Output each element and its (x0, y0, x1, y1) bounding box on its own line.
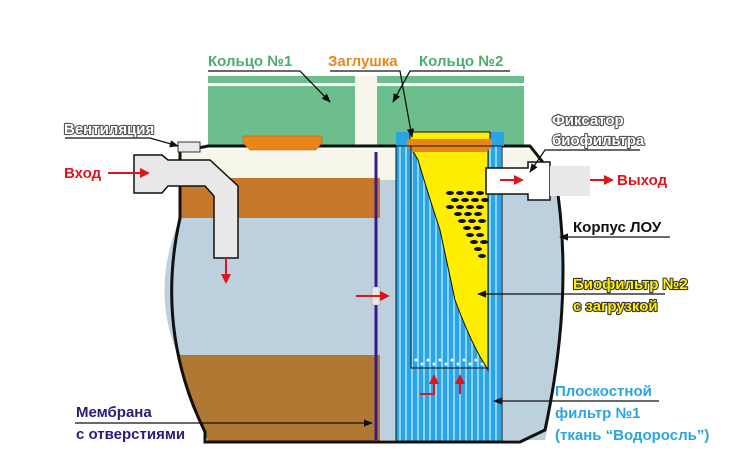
ventilation-pipe (177, 141, 201, 153)
label-ring1: Кольцо №1 (208, 53, 292, 70)
biofilter-loading (446, 191, 489, 258)
label-membrane-1: Мембрана (76, 404, 152, 421)
flow-arrows (108, 168, 614, 395)
label-biofilter-2: с загрузкой (573, 298, 658, 315)
label-outlet: Выход (617, 172, 668, 189)
label-inlet: Вход (64, 165, 102, 182)
arrow-up-1 (420, 374, 439, 395)
label-ventilation: Вентиляция (64, 121, 154, 138)
water-layer (164, 218, 380, 355)
sludge-layer (178, 355, 380, 442)
label-plug: Заглушка (328, 53, 398, 70)
label-flatfilter-2: фильтр №1 (555, 405, 641, 422)
leader-ring1 (208, 70, 331, 103)
leader-ring2 (392, 70, 510, 103)
ring-gap (355, 76, 377, 146)
ring-1 (208, 76, 355, 146)
tank-outline (170, 144, 565, 444)
leader-ventilation (65, 137, 179, 148)
label-fixator-1: Фиксатор (552, 112, 624, 129)
label-body: Корпус ЛОУ (573, 219, 662, 236)
outlet-pipe-ext (550, 166, 590, 196)
flat-filter (395, 131, 504, 443)
label-biofilter-1: Биофильтр №2 (573, 276, 688, 293)
label-flatfilter-3: (ткань “Водоросль”) (555, 427, 709, 444)
plug-ring1 (242, 135, 323, 151)
inlet-pipe (133, 154, 239, 259)
label-fixator-2: биофильтра (552, 132, 645, 149)
label-flatfilter-1: Плоскостной (555, 383, 652, 400)
leader-plug (330, 70, 415, 138)
aerator-holes (414, 358, 484, 366)
label-membrane-2: с отверстиями (76, 426, 185, 443)
leader-fixator (529, 149, 640, 173)
label-ring2: Кольцо №2 (419, 53, 503, 70)
